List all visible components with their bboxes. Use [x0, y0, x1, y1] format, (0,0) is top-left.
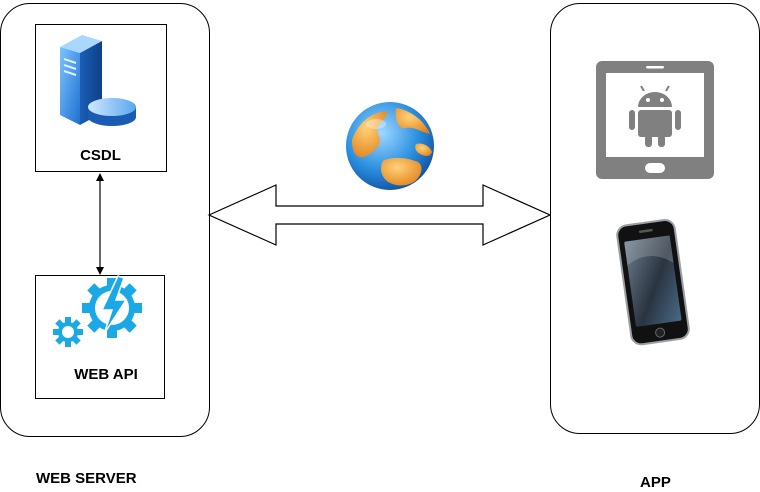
- web-api-box: WEB API: [35, 275, 165, 399]
- database-box: CSDL: [35, 24, 167, 172]
- database-box-label: CSDL: [80, 147, 121, 164]
- android-tablet-icon: [596, 61, 714, 179]
- web-server-title: WEB SERVER: [36, 470, 137, 487]
- web-api-box-label: WEB API: [74, 366, 138, 383]
- app-title: APP: [640, 474, 671, 491]
- database-server-icon: [60, 35, 136, 126]
- db-api-connector: [96, 173, 104, 275]
- globe-icon: [346, 102, 434, 190]
- gears-lightning-icon: [53, 275, 142, 347]
- smartphone-icon: [616, 218, 690, 346]
